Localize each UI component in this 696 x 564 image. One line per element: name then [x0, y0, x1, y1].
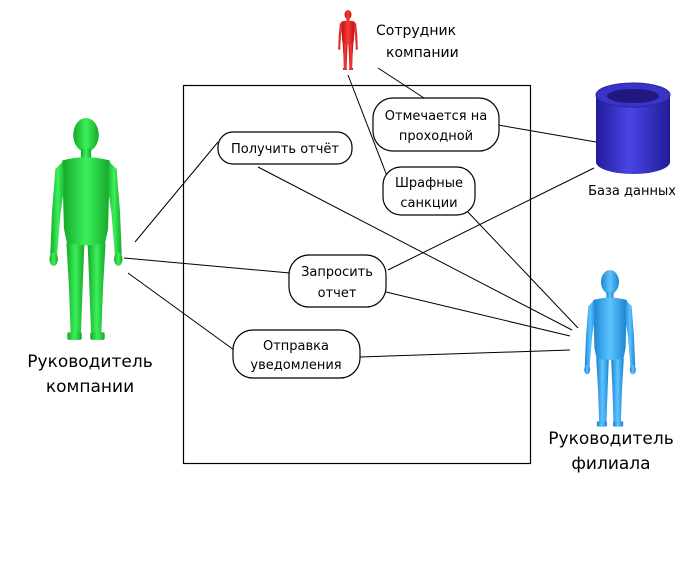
assoc-head-getreport [134, 141, 219, 243]
actor-company-head[interactable]: Руководитель компании [27, 118, 153, 397]
actor-company-head-label-line: компании [46, 377, 134, 397]
usecase-label-line: Шрафные [395, 176, 463, 191]
assoc-employee-checkin [377, 67, 425, 99]
actor-branch-head-label-line: филиала [571, 454, 650, 474]
usecase-label-line: Отмечается на [385, 109, 487, 124]
usecase-label-line: отчет [318, 286, 357, 301]
usecase-label-line: Получить отчёт [231, 142, 339, 157]
company-head-figure-icon [49, 118, 123, 340]
assoc-notification-branch [359, 349, 571, 358]
assoc-getreport-branch [257, 166, 573, 331]
usecase-notification[interactable]: Отправка уведомления [232, 329, 361, 379]
system-boundary [182, 84, 532, 465]
actor-branch-head-label-line: Руководитель [548, 429, 673, 449]
actor-employee-label-line: Сотрудник [376, 23, 456, 39]
usecase-label-line: Отправка [263, 339, 329, 354]
assoc-head-request [123, 257, 291, 274]
database[interactable]: База данных [588, 82, 676, 199]
assoc-request-branch [385, 291, 571, 337]
usecase-label-line: проходной [399, 129, 473, 144]
actor-company-head-label-line: Руководитель [27, 352, 152, 372]
assoc-head-notification [127, 272, 235, 351]
associations [123, 67, 597, 358]
branch-head-figure-icon [584, 270, 636, 427]
employee-figure-icon [338, 10, 358, 71]
assoc-checkin-db [497, 124, 597, 143]
usecase-label-line: Запросить [301, 265, 373, 280]
assoc-penalties-branch [465, 209, 579, 329]
actor-employee-label-line: компании [386, 45, 459, 61]
usecase-check-in[interactable]: Отмечается на проходной [372, 97, 500, 152]
actor-branch-head[interactable]: Руководитель филиала [548, 270, 674, 474]
usecase-request-report[interactable]: Запросить отчет [288, 254, 387, 308]
usecase-get-report[interactable]: Получить отчёт [217, 131, 353, 165]
database-cylinder-icon [595, 82, 671, 174]
assoc-request-db [387, 167, 595, 271]
usecase-penalties[interactable]: Шрафные санкции [382, 166, 476, 216]
database-label: База данных [588, 184, 676, 199]
usecase-label-line: санкции [400, 196, 457, 211]
assoc-employee-penalties [347, 74, 388, 177]
usecase-label-line: уведомления [250, 358, 341, 373]
actor-employee[interactable]: Сотрудник компании [338, 10, 459, 71]
